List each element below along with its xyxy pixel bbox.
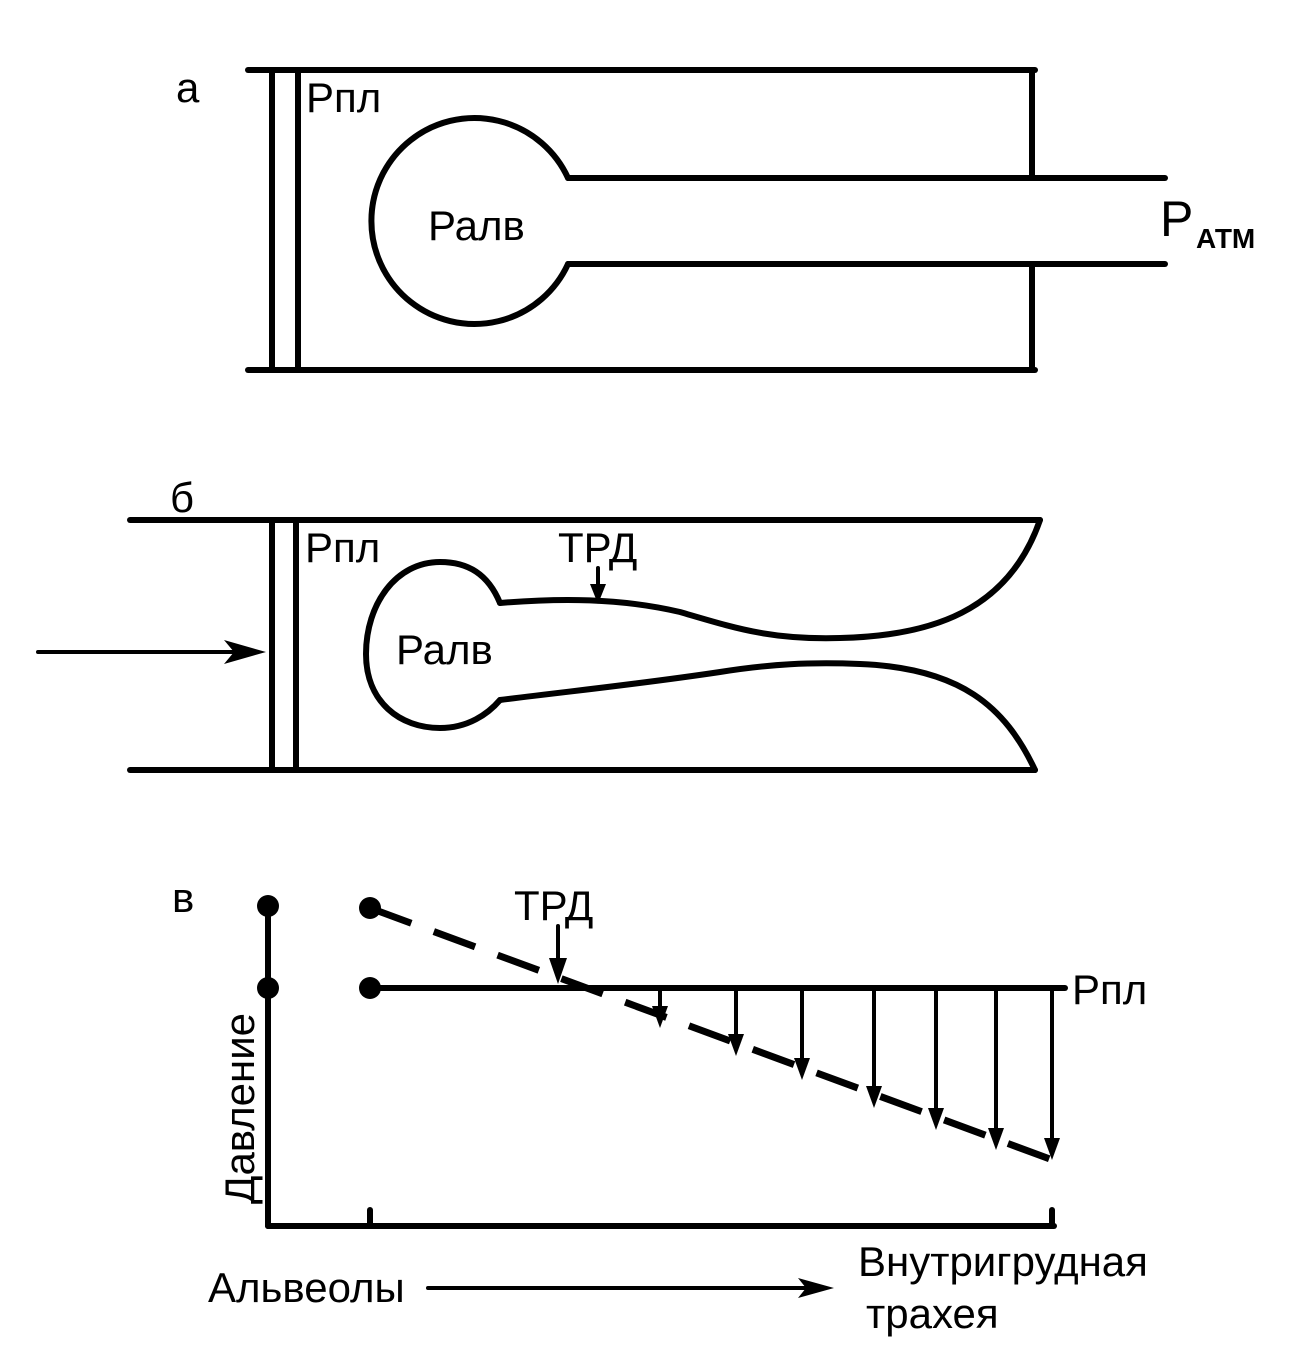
panel-b-alveolus [363,559,503,731]
panel-a-atm-label: Р [1160,191,1193,247]
panel-c-y-axis-label: Давление [216,1013,263,1204]
panel-c-arrowhead [1044,1138,1060,1160]
panel-c-x-start-label: Альвеолы [208,1264,405,1311]
panel-b-airway-bottom [497,660,1038,773]
panel-b-trd-arrowhead [590,584,606,604]
panel-b-trd-label: ТРД [558,524,637,571]
panel-c-arrowhead [866,1086,882,1108]
panel-c-arrowhead [928,1108,944,1130]
panel-b-letter: б [170,474,194,521]
panel-a-pleural-label: Рпл [306,74,381,121]
panel-c-airway-pressure-line [368,904,1060,1166]
panel-c-x-end-label-line2: трахея [866,1290,999,1337]
panel-a-alveolus [368,115,571,327]
panel-c-arrowhead [794,1058,810,1080]
panel-c-compression-arrows [652,988,1060,1160]
panel-c-arrowhead [652,1006,668,1028]
panel-c-arrowhead [988,1128,1004,1150]
panel-b: б Рпл ТРД Ралв [36,474,1043,773]
panel-c: в [172,874,1148,1337]
panel-b-push-arrowhead [224,640,266,664]
panel-c-trd-arrowhead [549,958,567,984]
panel-a: а Рпл Ралв Р АТМ [176,64,1255,373]
panel-a-atm-subscript: АТМ [1196,223,1255,254]
panel-a-letter: а [176,64,200,111]
panel-c-x-end-label-line1: Внутригрудная [858,1238,1148,1285]
panel-c-axis-dot-alveolar [257,895,279,917]
panel-a-alveolar-label: Ралв [428,202,525,249]
panel-b-airway-top [497,517,1043,642]
panel-c-pleural-label: Рпл [1072,966,1147,1013]
panel-c-trd-label: ТРД [514,882,593,929]
panel-c-arrowhead [728,1034,744,1056]
panel-c-letter: в [172,874,194,921]
panel-c-axis-dot-pleural [257,977,279,999]
panel-c-direction-arrowhead [798,1278,834,1298]
panel-b-alveolar-label: Ралв [396,626,493,673]
panel-b-pleural-label: Рпл [305,524,380,571]
